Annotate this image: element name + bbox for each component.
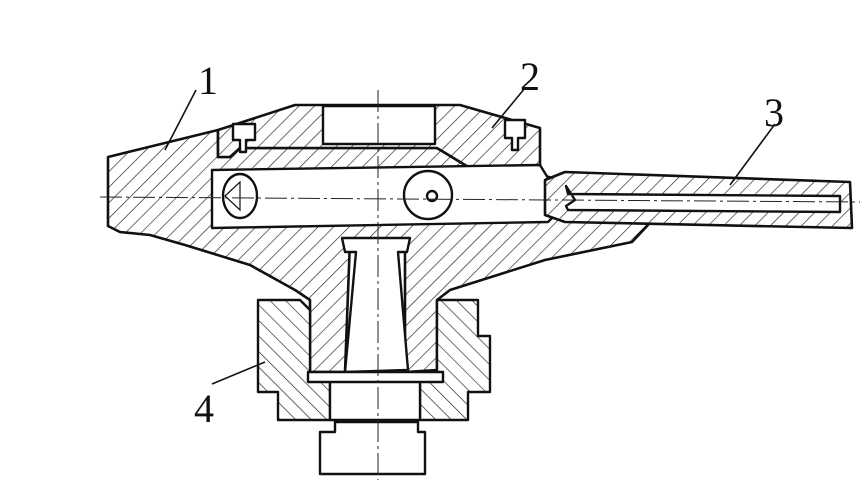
right-plug <box>503 118 527 152</box>
callout-1: 1 <box>198 58 218 103</box>
callout-4: 4 <box>194 386 214 431</box>
leader-4 <box>211 361 266 385</box>
lever-bore <box>564 184 842 214</box>
fitting-cap <box>306 370 445 384</box>
lower-fitting-center <box>328 378 422 422</box>
leader-2 <box>491 87 526 129</box>
internal-chamber <box>210 163 567 230</box>
central-bore <box>321 104 437 146</box>
spindle <box>340 236 412 374</box>
leader-3 <box>729 123 776 186</box>
shaft-stub <box>318 420 427 476</box>
callout-3: 3 <box>764 90 784 135</box>
left-plug <box>231 122 257 154</box>
callout-2: 2 <box>520 54 540 99</box>
leader-1 <box>164 89 197 151</box>
right-port-hole <box>425 189 439 203</box>
horizontal-centerline <box>99 196 861 203</box>
left-port-cone <box>224 180 241 212</box>
